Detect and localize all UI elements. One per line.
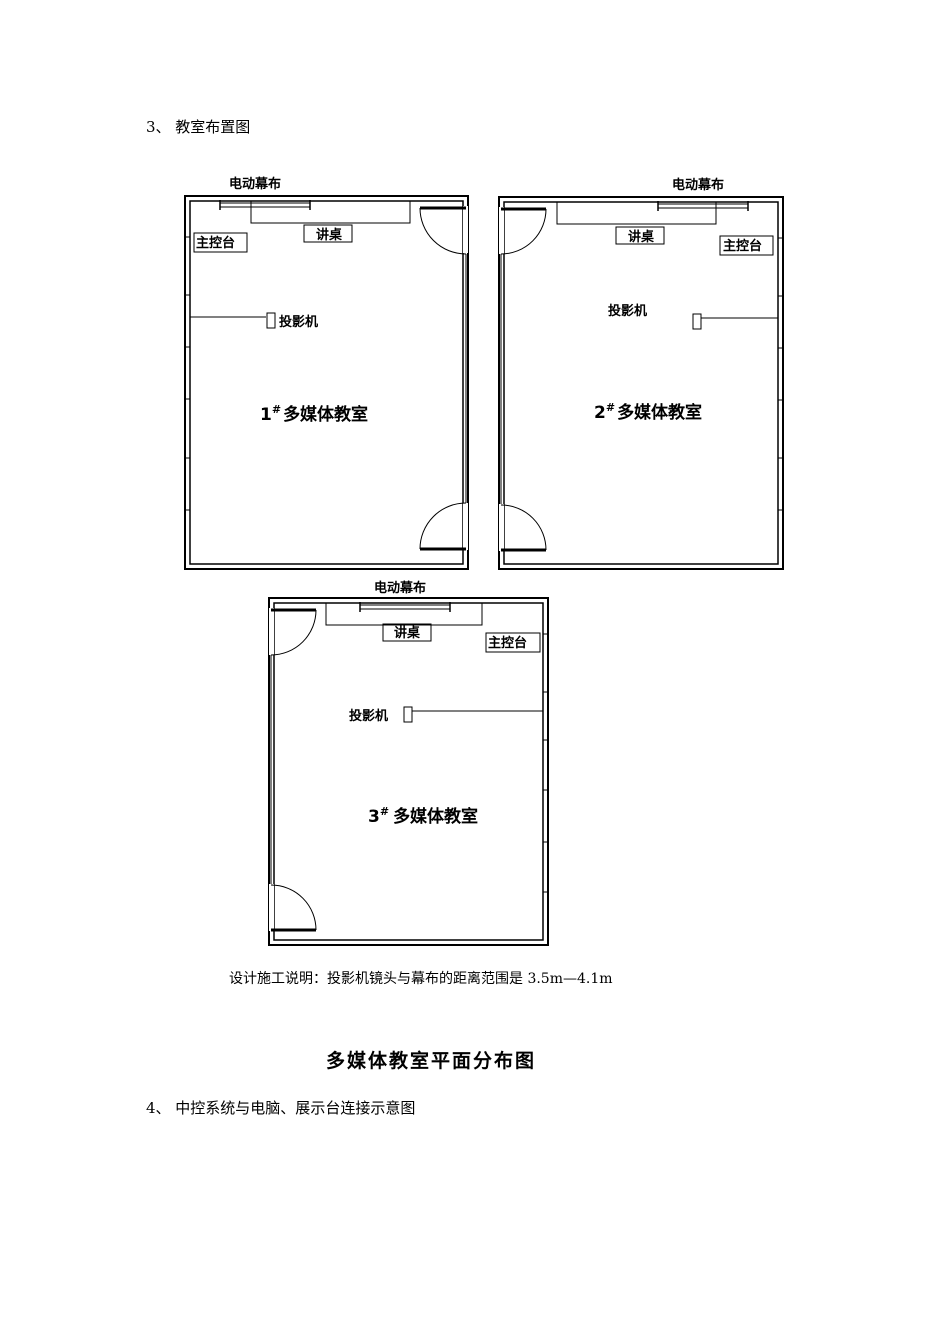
- figure-caption: 多媒体教室平面分布图: [326, 1050, 537, 1072]
- room-2: [498, 196, 784, 570]
- design-note: 设计施工说明：投影机镜头与幕布的距离范围是 3.5m—4.1m: [229, 971, 613, 987]
- room3-projector-label: 投影机: [349, 708, 388, 724]
- room3-desk-label: 讲桌: [394, 625, 421, 641]
- room1-desk-label: 讲桌: [316, 227, 343, 243]
- room3-screen-label: 电动幕布: [374, 580, 426, 596]
- room3-console-label: 主控台: [488, 635, 527, 651]
- room3-name: 3#多媒体教室: [368, 805, 478, 827]
- room2-desk-label: 讲桌: [628, 229, 655, 245]
- section-heading-3: 3、 教室布置图: [146, 118, 251, 136]
- room1-console-label: 主控台: [196, 235, 235, 251]
- room-1: [184, 195, 469, 570]
- room2-projector-label: 投影机: [608, 303, 647, 319]
- room1-screen-label: 电动幕布: [229, 176, 281, 192]
- room-3: [268, 597, 549, 946]
- room2-screen-label: 电动幕布: [672, 177, 724, 193]
- room2-console-label: 主控台: [723, 238, 762, 254]
- section-heading-4: 4、 中控系统与电脑、展示台连接示意图: [146, 1099, 416, 1117]
- room1-name: 1#多媒体教室: [260, 403, 368, 425]
- room2-name: 2#多媒体教室: [594, 401, 702, 423]
- room1-projector-label: 投影机: [279, 314, 318, 330]
